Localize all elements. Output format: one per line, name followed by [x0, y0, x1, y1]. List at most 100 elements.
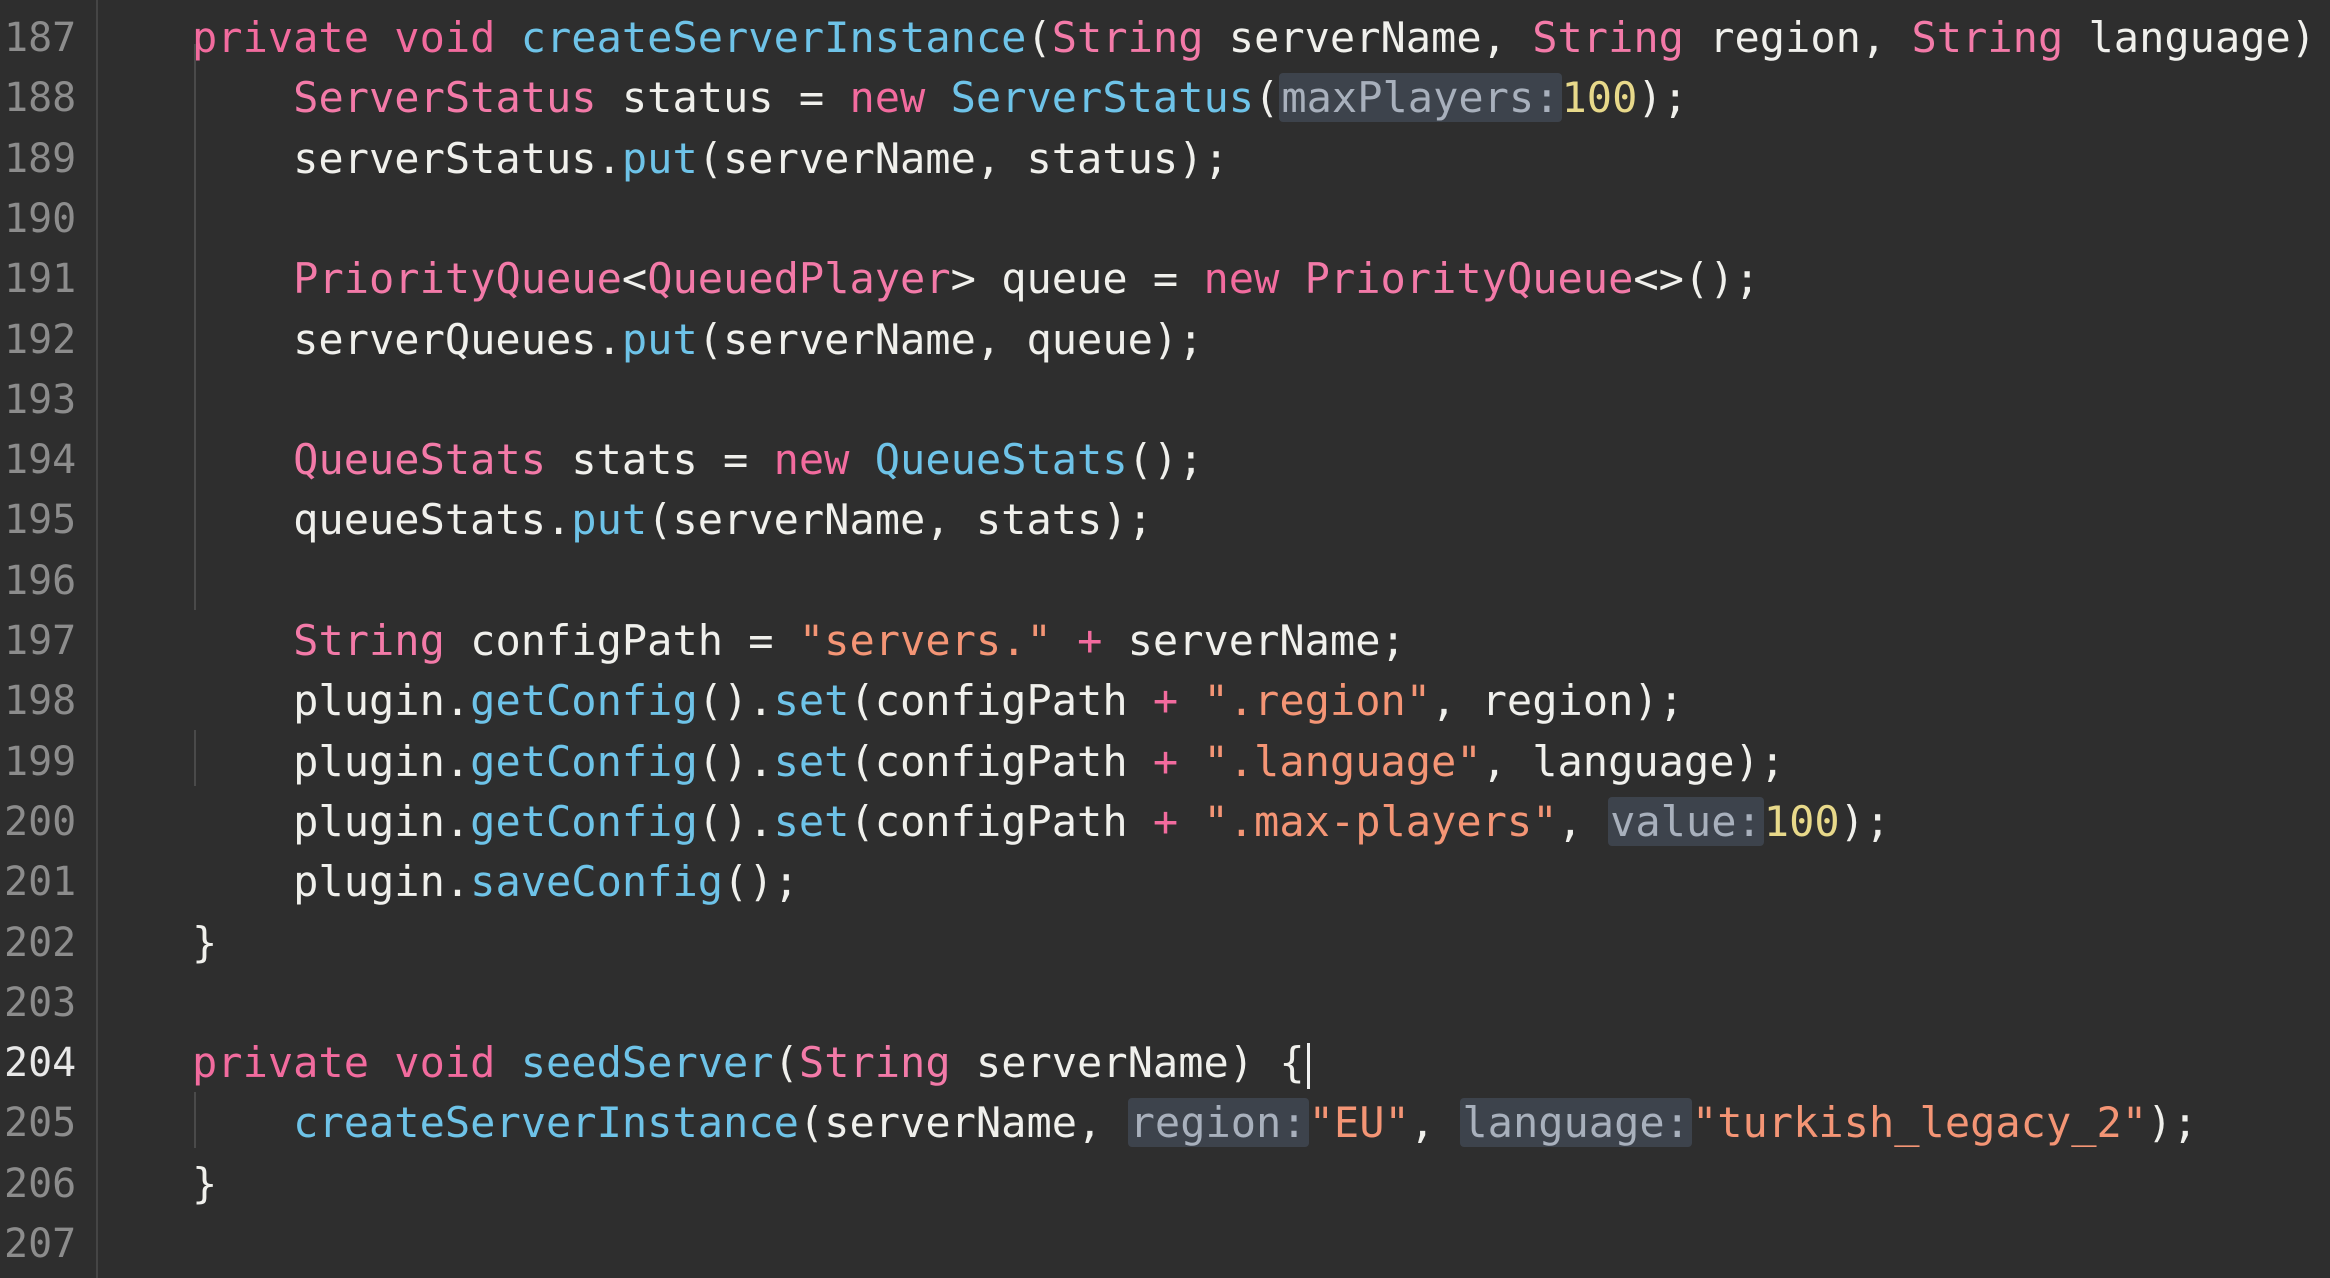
code-token: (configPath: [849, 736, 1153, 786]
code-token: (: [1026, 13, 1052, 62]
code-token: getConfig: [470, 736, 698, 786]
code-token: [1052, 616, 1077, 665]
code-text[interactable]: }: [192, 1154, 217, 1214]
code-token: String: [1911, 13, 2064, 62]
code-text[interactable]: plugin.getConfig().set(configPath + ".re…: [192, 671, 1684, 731]
code-token: "turkish_legacy_2": [1691, 1098, 2148, 1148]
indent-guide: [194, 730, 196, 786]
line-number: 190: [4, 195, 77, 242]
code-token: getConfig: [470, 676, 698, 726]
code-token: [192, 435, 293, 484]
line-number: 206: [4, 1160, 77, 1207]
code-text[interactable]: plugin.saveConfig();: [192, 852, 799, 912]
indent-guide: [194, 1092, 196, 1148]
code-token: 100: [1763, 796, 1840, 846]
line-number: 207: [4, 1221, 77, 1267]
code-text[interactable]: plugin.getConfig().set(configPath + ".ma…: [192, 792, 1890, 852]
code-line[interactable]: 200 plugin.getConfig().set(configPath + …: [0, 792, 2330, 852]
code-token: [1279, 254, 1304, 303]
code-token: }: [192, 1158, 218, 1208]
code-text[interactable]: plugin.getConfig().set(configPath + ".la…: [192, 732, 1785, 792]
code-line[interactable]: 205 createServerInstance(serverName, reg…: [0, 1093, 2330, 1153]
code-token: ().: [697, 676, 774, 726]
line-number: 199: [4, 738, 77, 785]
code-token: set: [773, 796, 850, 846]
code-line[interactable]: 203: [0, 973, 2330, 1033]
code-token: ".max-players": [1203, 796, 1558, 846]
code-token: private void: [192, 1038, 521, 1088]
code-token: ();: [723, 857, 799, 907]
code-token: +: [1152, 676, 1179, 726]
code-line[interactable]: 191 PriorityQueue<QueuedPlayer> queue = …: [0, 249, 2330, 309]
code-token: <: [621, 254, 648, 304]
code-token: plugin.: [192, 736, 471, 786]
code-line[interactable]: 197 String configPath = "servers." + ser…: [0, 611, 2330, 671]
code-token: stats =: [546, 435, 774, 485]
code-token: serverStatus.: [192, 133, 622, 183]
code-token: private void: [192, 13, 521, 62]
code-text[interactable]: private void seedServer(String serverNam…: [192, 1033, 1310, 1093]
code-text[interactable]: String configPath = "servers." + serverN…: [192, 611, 1406, 671]
parameter-hint: value:: [1608, 796, 1764, 846]
code-line[interactable]: 207: [0, 1214, 2330, 1274]
line-number: 205: [4, 1100, 77, 1147]
code-line[interactable]: 202}: [0, 913, 2330, 973]
code-token: new: [1203, 254, 1280, 304]
code-line[interactable]: 193: [0, 370, 2330, 430]
code-line[interactable]: 188 ServerStatus status = new ServerStat…: [0, 68, 2330, 128]
line-number: 191: [4, 256, 77, 303]
line-number: 198: [4, 678, 77, 725]
code-token: (serverName,: [798, 1098, 1128, 1148]
code-token: 100: [1561, 73, 1638, 123]
code-line[interactable]: 199 plugin.getConfig().set(configPath + …: [0, 732, 2330, 792]
code-token: (serverName, status);: [697, 133, 1229, 183]
code-token: status =: [596, 73, 850, 123]
code-token: set: [773, 676, 850, 726]
code-token: > queue =: [950, 254, 1204, 304]
code-token: }: [192, 917, 218, 967]
code-text[interactable]: queueStats.put(serverName, stats);: [192, 490, 1153, 550]
code-token: [849, 435, 874, 484]
code-token: put: [571, 495, 648, 545]
line-number: 188: [4, 75, 77, 122]
code-token: serverName,: [1203, 13, 1533, 62]
code-token: new: [773, 435, 850, 485]
code-line[interactable]: 195 queueStats.put(serverName, stats);: [0, 490, 2330, 550]
code-token: ,: [1557, 796, 1609, 846]
code-text[interactable]: serverQueues.put(serverName, queue);: [192, 310, 1203, 370]
code-line[interactable]: 194 QueueStats stats = new QueueStats();: [0, 430, 2330, 490]
code-token: serverName;: [1102, 616, 1406, 665]
code-text[interactable]: ServerStatus status = new ServerStatus(m…: [192, 68, 1688, 128]
code-line[interactable]: 196: [0, 551, 2330, 611]
code-text[interactable]: PriorityQueue<QueuedPlayer> queue = new …: [192, 249, 1760, 309]
code-token: set: [773, 736, 850, 786]
code-token: [192, 73, 293, 122]
parameter-hint: region:: [1127, 1098, 1309, 1148]
code-line[interactable]: 192 serverQueues.put(serverName, queue);: [0, 310, 2330, 370]
code-text[interactable]: private void createServerInstance( String…: [192, 8, 2330, 68]
code-line[interactable]: 190: [0, 189, 2330, 249]
code-text[interactable]: createServerInstance(serverName, region:…: [192, 1093, 2198, 1153]
code-token: put: [621, 133, 698, 183]
code-line[interactable]: 189 serverStatus.put(serverName, status)…: [0, 129, 2330, 189]
code-text[interactable]: }: [192, 913, 217, 973]
code-token: (serverName, queue);: [697, 314, 1204, 364]
code-token: (: [773, 1038, 799, 1088]
code-token: QueuedPlayer: [647, 254, 951, 304]
line-number: 194: [4, 437, 77, 484]
code-text[interactable]: serverStatus.put(serverName, status);: [192, 129, 1229, 189]
code-line[interactable]: 206}: [0, 1154, 2330, 1214]
code-line[interactable]: 201 plugin.saveConfig();: [0, 852, 2330, 912]
code-token: plugin.: [192, 796, 471, 846]
code-line[interactable]: 198 plugin.getConfig().set(configPath + …: [0, 671, 2330, 731]
code-token: ().: [697, 736, 774, 786]
code-text[interactable]: QueueStats stats = new QueueStats();: [192, 430, 1203, 490]
code-token: [192, 254, 293, 303]
code-token: <>();: [1633, 254, 1760, 304]
code-token: createServerInstance: [520, 13, 1027, 62]
code-token: String: [798, 1038, 951, 1088]
code-token: (serverName, stats);: [647, 495, 1153, 545]
